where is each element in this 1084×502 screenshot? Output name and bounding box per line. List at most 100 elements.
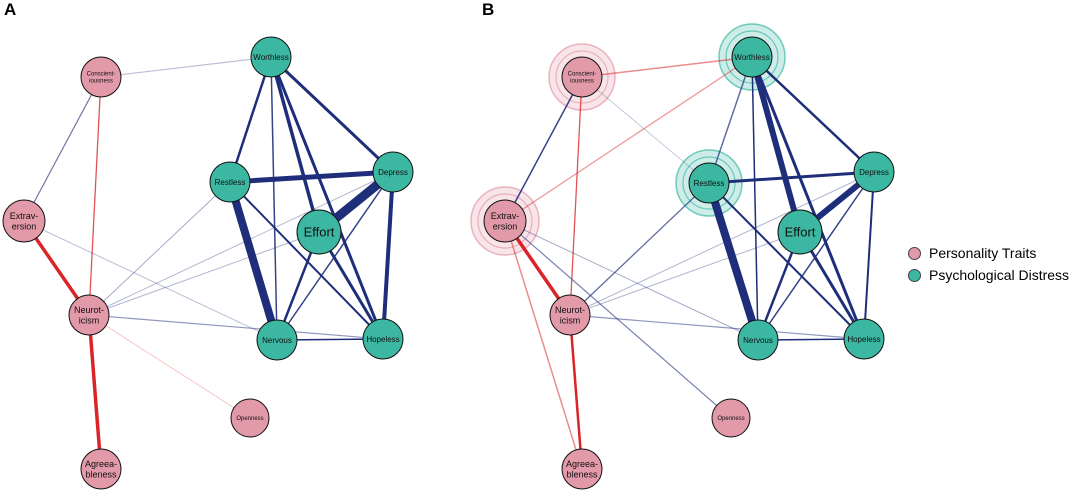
panel-a-node-restl: Restless (209, 161, 251, 203)
panel-a-node-depr: Depress (372, 151, 414, 193)
panel-b-edge-neuro-depr (569, 171, 875, 316)
panel-b-node-circle-effort (777, 209, 823, 255)
panel-b-edge-neuro-effort (569, 231, 801, 316)
panel-b-node-circle-nerv (737, 319, 779, 361)
panel-b-node-circle-open (711, 398, 751, 438)
panel-b-edge-consc-restl (581, 76, 710, 184)
panel-b-node-circle-depr (853, 151, 895, 193)
panel-a-node-circle-effort (296, 209, 342, 255)
panel-b-edge-consc-worth (581, 56, 753, 78)
panel-a-edge-extra-nerv (23, 220, 278, 341)
panel-a-edge-depr-hope (381, 170, 395, 341)
panel-a-edge-neuro-agree (87, 313, 103, 471)
panel-b-node-label-agree: bleness (566, 469, 598, 479)
panel-a-node-circle-worth (250, 36, 292, 78)
panel-a-node-circle-agree (80, 448, 122, 490)
panel-b-node-circle-consc (561, 56, 603, 98)
panel-a-edge-restl-hope (229, 181, 384, 340)
panel-label-b: B (482, 0, 495, 19)
panel-b-edge-neuro-agree (568, 313, 584, 471)
panel-a-node-circle-restl (209, 161, 251, 203)
panel-a-edges (22, 55, 398, 471)
panel-b-node-worth: Worthless (731, 36, 773, 78)
panel-b-edge-restl-nerv (705, 179, 762, 344)
panel-b-edge-depr-hope (863, 171, 875, 340)
panel-a-edge-restl-depr (227, 169, 396, 185)
panel-a-edge-neuro-restl (88, 181, 231, 316)
panel-a-node-label-effort: Effort (304, 225, 335, 240)
panel-a-edge-worth-restl (228, 55, 273, 184)
panel-a-node-label-worth: Worthless (253, 53, 288, 62)
panel-b-node-label-extra: ersion (493, 221, 518, 231)
panel-a-node-circle-depr (372, 151, 414, 193)
panel-b-node-depr: Depress (853, 151, 895, 193)
panel-a-node-circle-hope (362, 318, 404, 360)
panel-a-node-neuro: Neurot-icism (68, 294, 110, 336)
legend-label-personality: Personality Traits (929, 245, 1037, 261)
panel-b-edge-neuro-restl (569, 182, 710, 316)
panel-b-ring-inner-restl (682, 156, 736, 210)
panel-b-edge-neuro-hope (569, 314, 865, 340)
panel-b-edge-restl-hope (708, 182, 865, 340)
panel-b-node-effort: Effort (777, 209, 823, 255)
legend: Personality Traits Psychological Distres… (908, 242, 1069, 286)
panel-b-node-restl: Restless (688, 162, 730, 204)
panel-b-edge-worth-effort (749, 54, 803, 235)
panel-a-node-label-restl: Restless (215, 178, 246, 187)
panel-b-node-circle-extra (483, 199, 527, 243)
panel-a-node-label-consc: Conscient- (87, 72, 116, 78)
panel-b-node-label-agree: Agreea- (566, 459, 598, 469)
panel-b-edge-consc-neuro (569, 76, 583, 316)
panel-a-node-hope: Hopeless (362, 318, 404, 360)
panel-b-edge-consc-extra (504, 76, 583, 222)
panel-b-node-label-worth: Worthless (734, 53, 769, 62)
panel-b-edges (503, 54, 877, 471)
panel-b-edge-extra-worth (504, 56, 753, 222)
panel-label-a: A (4, 0, 17, 19)
panel-a-node-circle-extra (2, 199, 46, 243)
panel-a-node-consc: Conscient-iousness (80, 56, 122, 98)
panel-b-edge-worth-hope (750, 55, 866, 341)
panel-b-edge-extra-nerv (504, 220, 759, 341)
panel-b-node-nerv: Nervous (737, 319, 779, 361)
panel-b-edge-worth-restl (708, 56, 753, 184)
panel-b-node-hope: Hopeless (843, 318, 885, 360)
panel-b-node-agree: Agreea-bleness (561, 448, 603, 490)
panel-a-edge-worth-effort (269, 55, 321, 234)
panel-b-node-circle-agree (561, 448, 603, 490)
panel-b-node-label-extra: Extrav- (491, 211, 520, 221)
panel-a-node-label-agree: Agreea- (85, 459, 117, 469)
panel-a-node-effort: Effort (296, 209, 342, 255)
panel-b-node-circle-restl (688, 162, 730, 204)
panel-a-node-circle-consc (80, 56, 122, 98)
panel-a-network: Conscient-iousnessExtrav-ersionNeurot-ic… (2, 36, 414, 490)
panel-b-edge-restl-depr (707, 170, 876, 185)
panel-b-nodes: Conscient-iousnessExtrav-ersionNeurot-ic… (483, 36, 895, 490)
panel-a-node-open: Openness (230, 398, 270, 438)
panel-a-node-label-open: Openness (236, 416, 263, 422)
panel-a-nodes: Conscient-iousnessExtrav-ersionNeurot-ic… (2, 36, 414, 490)
panel-b-node-label-restl: Restless (694, 179, 725, 188)
panel-a-node-label-neuro: Neurot- (74, 305, 104, 315)
panel-b-node-circle-hope (843, 318, 885, 360)
panel-b-node-label-effort: Effort (785, 225, 816, 240)
panel-a-node-circle-nerv (256, 319, 298, 361)
panel-a-edge-restl-nerv (226, 178, 281, 344)
panel-a-node-worth: Worthless (250, 36, 292, 78)
panel-a-node-circle-neuro (68, 294, 110, 336)
panel-b-edge-extra-agree (504, 220, 583, 470)
panel-b-node-label-neuro: icism (560, 315, 581, 325)
legend-label-distress: Psychological Distress (929, 267, 1070, 283)
panel-a-node-label-extra: Extrav- (10, 211, 39, 221)
panel-b-node-label-consc: Conscient- (568, 72, 597, 78)
panel-b-node-open: Openness (711, 398, 751, 438)
panel-b-node-extra: Extrav-ersion (483, 199, 527, 243)
panel-a-node-label-depr: Depress (378, 168, 408, 177)
panel-b-node-label-nerv: Nervous (743, 336, 773, 345)
panel-a-node-label-nerv: Nervous (262, 336, 292, 345)
panel-b-ring-inner-consc (555, 50, 609, 104)
panel-a-edge-consc-worth (100, 56, 272, 78)
panel-b-node-consc: Conscient-iousness (561, 56, 603, 98)
panel-b-node-neuro: Neurot-icism (549, 294, 591, 336)
